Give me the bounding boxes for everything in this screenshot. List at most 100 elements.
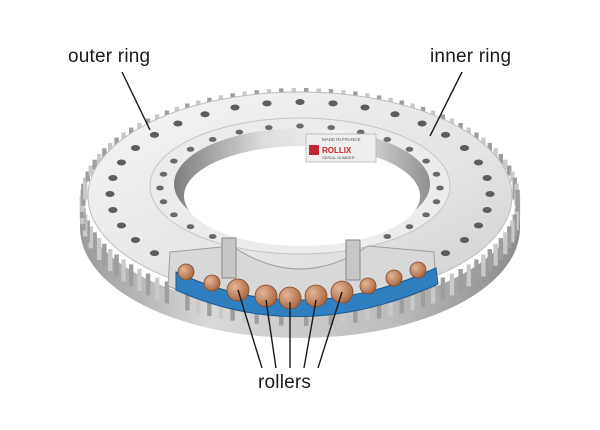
brand-plate: MADE IN FRANCE ROLLIX SERIAL NUMBER bbox=[305, 133, 377, 163]
gear-tooth bbox=[137, 269, 142, 291]
gear-tooth bbox=[388, 294, 393, 317]
logo-text: ROLLIX bbox=[322, 146, 352, 155]
outer-bolt-hole bbox=[116, 159, 127, 166]
inner-bolt-hole bbox=[170, 212, 178, 218]
gear-tooth bbox=[481, 137, 486, 148]
inner-bolt-hole bbox=[436, 185, 444, 191]
gear-tooth bbox=[92, 159, 97, 170]
outer-ring-label: outer ring bbox=[68, 46, 151, 67]
inner-bolt-hole bbox=[405, 146, 414, 152]
inner-bolt-hole bbox=[265, 125, 273, 131]
gear-tooth bbox=[466, 264, 471, 287]
gear-tooth bbox=[507, 226, 512, 249]
inner-bolt-hole bbox=[422, 212, 430, 218]
gear-tooth bbox=[114, 254, 119, 277]
outer-ring-side bbox=[80, 200, 520, 338]
outer-bolt-hole bbox=[116, 222, 127, 229]
outer-bolt-hole bbox=[108, 207, 118, 213]
gear-tooth bbox=[493, 148, 498, 159]
gear-tooth bbox=[510, 220, 515, 243]
outer-bolt-hole bbox=[459, 237, 470, 243]
roller bbox=[304, 284, 328, 308]
inner-bolt-hole bbox=[159, 171, 168, 177]
roller bbox=[409, 261, 427, 279]
bore-opening bbox=[184, 146, 420, 246]
outer-bolt-hole bbox=[105, 191, 115, 197]
outer-bolt-hole bbox=[328, 100, 338, 107]
gear-tooth bbox=[121, 132, 126, 143]
outer-bolt-hole bbox=[200, 111, 210, 118]
logo-mark bbox=[309, 145, 319, 155]
outer-bolt-hole bbox=[130, 145, 141, 151]
gear-tooth bbox=[420, 285, 426, 308]
roller bbox=[385, 269, 403, 287]
inner-bolt-hole bbox=[327, 125, 336, 131]
outer-bolt-hole bbox=[482, 207, 492, 213]
inner-bolt-hole bbox=[159, 199, 168, 205]
outer-bolt-hole bbox=[295, 99, 305, 105]
gear-tooth bbox=[510, 171, 515, 182]
outer-bolt-hole bbox=[173, 120, 183, 127]
gear-tooth bbox=[83, 177, 88, 200]
gear-tooth bbox=[155, 277, 160, 300]
inner-bolt-hole bbox=[235, 129, 244, 135]
gear-tooth bbox=[174, 285, 180, 308]
inner-bolt-holes bbox=[156, 123, 444, 239]
outer-bolt-hole bbox=[390, 111, 400, 118]
inner-bolt-hole bbox=[432, 199, 441, 205]
gear-tooth bbox=[88, 226, 93, 249]
gear-tooth bbox=[376, 296, 382, 319]
gear-tooth bbox=[145, 273, 151, 296]
gear-tooth bbox=[430, 281, 436, 304]
logo-made-in: MADE IN FRANCE bbox=[322, 137, 361, 142]
leader-inner-ring bbox=[429, 71, 463, 137]
gear-tooth bbox=[97, 238, 102, 260]
inner-bolt-hole bbox=[170, 158, 178, 164]
gear-tooth bbox=[218, 296, 224, 319]
outer-bolt-hole bbox=[230, 104, 240, 111]
inner-bolt-hole bbox=[186, 224, 195, 230]
roller bbox=[203, 274, 221, 292]
roller bbox=[359, 277, 377, 295]
gear-tooth bbox=[498, 238, 503, 260]
gear-tooth bbox=[102, 243, 107, 266]
outer-bolt-hole bbox=[482, 175, 492, 181]
gear-tooth bbox=[85, 171, 90, 182]
outer-bolt-hole bbox=[417, 120, 427, 127]
inner-bolt-hole bbox=[356, 129, 365, 135]
gear-tooth bbox=[399, 291, 404, 314]
outer-bolt-hole bbox=[108, 175, 118, 181]
roller bbox=[177, 263, 195, 281]
leader-rollers bbox=[237, 289, 343, 369]
gear-tooth bbox=[185, 288, 190, 311]
inner-bolt-hole bbox=[208, 234, 217, 239]
leader-outer-ring bbox=[121, 71, 151, 131]
cut-face-left bbox=[221, 237, 237, 279]
inner-bolt-hole bbox=[432, 171, 441, 177]
outer-bolt-hole bbox=[440, 131, 451, 138]
gear-tooth bbox=[498, 154, 503, 164]
roller bbox=[254, 284, 278, 308]
gear-tooth bbox=[507, 165, 512, 176]
cut-face-right bbox=[345, 239, 361, 281]
gear-tooth bbox=[92, 232, 97, 255]
outer-bolt-hole bbox=[360, 104, 370, 111]
gear-tooth bbox=[121, 259, 126, 282]
gear-tooth bbox=[487, 249, 492, 272]
outer-bolt-hole bbox=[473, 159, 484, 166]
gear-tooth bbox=[207, 294, 212, 317]
gear-tooth bbox=[493, 243, 498, 266]
inner-bolt-hole bbox=[208, 137, 217, 142]
outer-bolt-hole bbox=[149, 250, 160, 257]
gear-tooth bbox=[503, 232, 508, 255]
inner-bolt-hole bbox=[383, 234, 392, 239]
gear-tooth bbox=[353, 300, 358, 323]
gear-tooth bbox=[503, 159, 508, 170]
inner-bolt-hole bbox=[296, 123, 304, 129]
gear-tooth bbox=[410, 288, 415, 311]
gear-tooth bbox=[108, 249, 113, 272]
outer-bolt-hole bbox=[440, 250, 451, 257]
inner-bolt-hole bbox=[156, 185, 164, 191]
